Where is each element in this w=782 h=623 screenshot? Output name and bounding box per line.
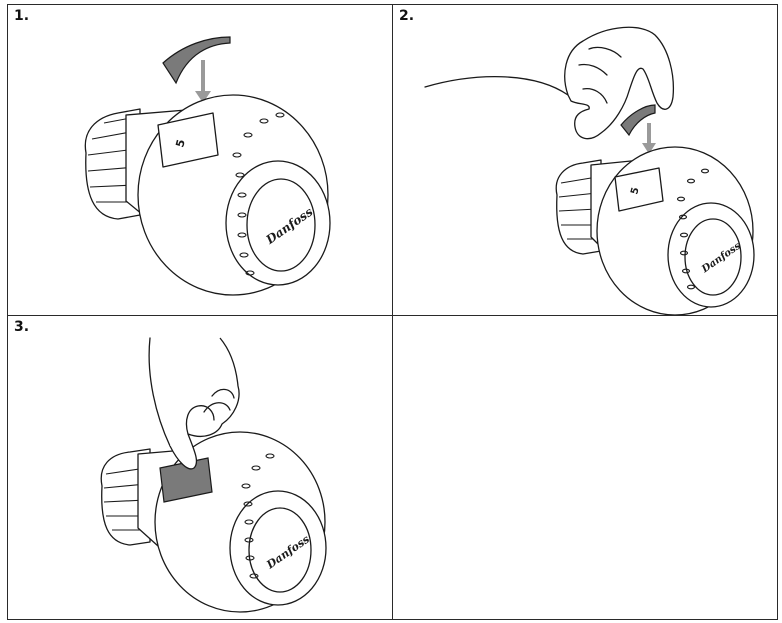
- step-3-illustration: Danfoss: [100, 337, 327, 613]
- thermostat-head: Danfoss: [100, 431, 327, 613]
- down-arrow-icon: [642, 123, 656, 154]
- step-2-illustration: 5 Danfoss: [424, 26, 755, 316]
- scale-mark: 5: [173, 138, 188, 149]
- step-3-panel: 3. D: [7, 315, 393, 620]
- scale-mark: 5: [629, 186, 641, 196]
- step-1-illustration: 5 Danfoss: [84, 36, 331, 296]
- thermostat-head: 5 Danfoss: [84, 94, 331, 296]
- hand-illustration: [424, 26, 675, 140]
- down-arrow-icon: [195, 60, 211, 103]
- hand-illustration: [148, 337, 240, 470]
- step-3-number: 3.: [14, 319, 30, 335]
- step-1-number: 1.: [14, 8, 30, 24]
- step-1-panel: 1.: [7, 4, 393, 316]
- thermostat-head: 5 Danfoss: [555, 146, 755, 316]
- step-2-number: 2.: [399, 8, 415, 24]
- step-2-panel: 2.: [392, 4, 778, 316]
- empty-panel: [392, 315, 778, 620]
- label-strip: [620, 104, 656, 137]
- label-strip: [162, 36, 231, 85]
